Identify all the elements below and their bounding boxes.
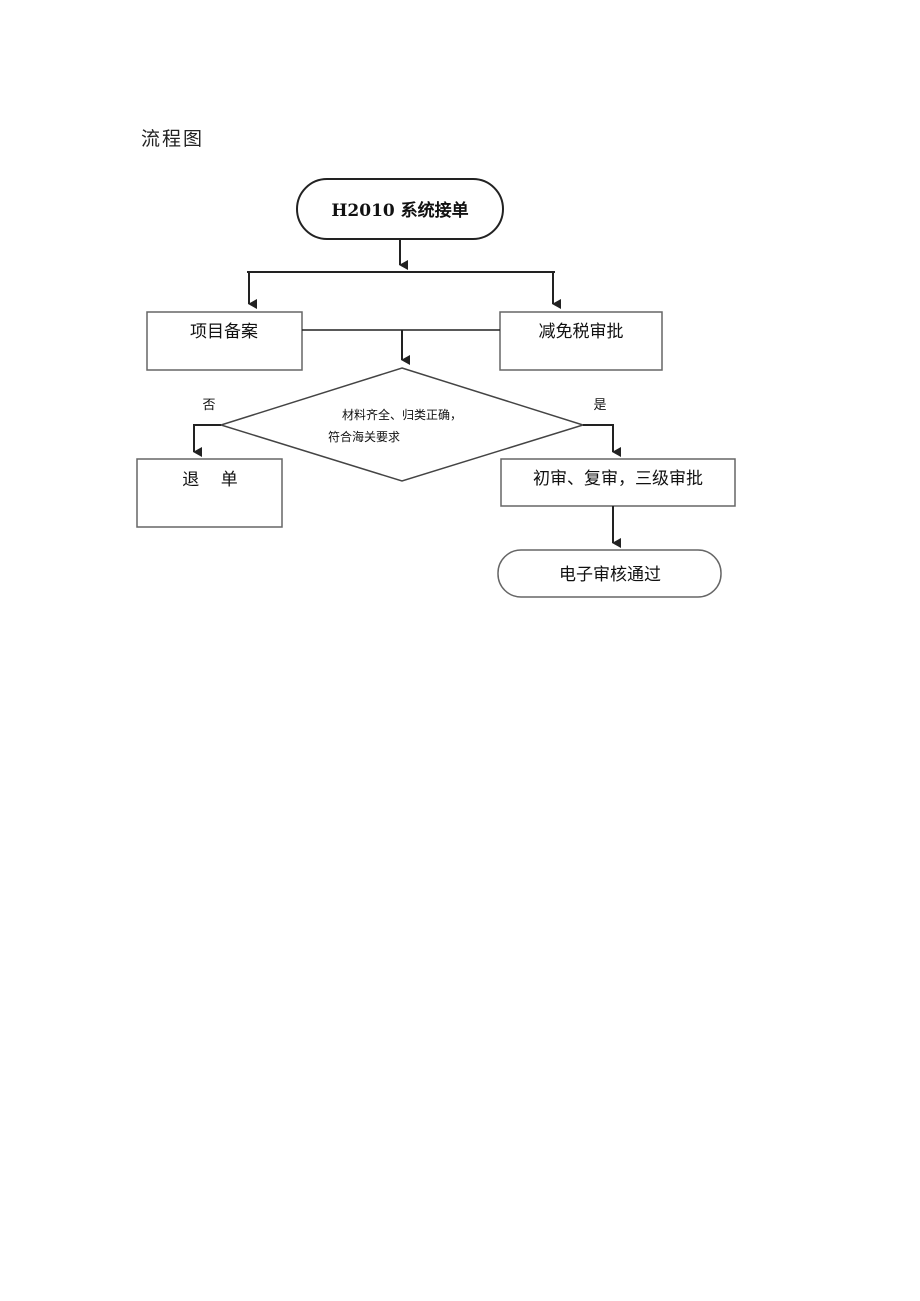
project-filing-label: 项目备案 [190, 322, 258, 342]
start-label: H2010 系统接单 [331, 200, 468, 221]
decision-line-2: 符合海关要求 [328, 429, 400, 444]
end-node: 电子审核通过 [497, 549, 722, 598]
review-box: 初审、复审，三级审批 [500, 458, 736, 507]
page-heading: 流程图 [141, 128, 205, 150]
reject-box: 退 单 [136, 458, 283, 528]
tax-exemption-label: 减免税审批 [539, 322, 624, 342]
yes-branch-label: 是 [593, 398, 606, 413]
start-node: H2010 系统接单 [296, 178, 504, 240]
decision-line-1: 材料齐全、归类正确， [342, 407, 462, 422]
review-label: 初审、复审，三级审批 [533, 469, 703, 489]
end-label: 电子审核通过 [559, 565, 661, 585]
no-branch-label: 否 [202, 398, 215, 413]
decision-diamond: 材料齐全、归类正确， 符合海关要求 [218, 367, 586, 482]
reject-label: 退 单 [182, 470, 238, 490]
project-filing-box: 项目备案 [146, 311, 303, 371]
tax-exemption-box: 减免税审批 [499, 311, 663, 371]
